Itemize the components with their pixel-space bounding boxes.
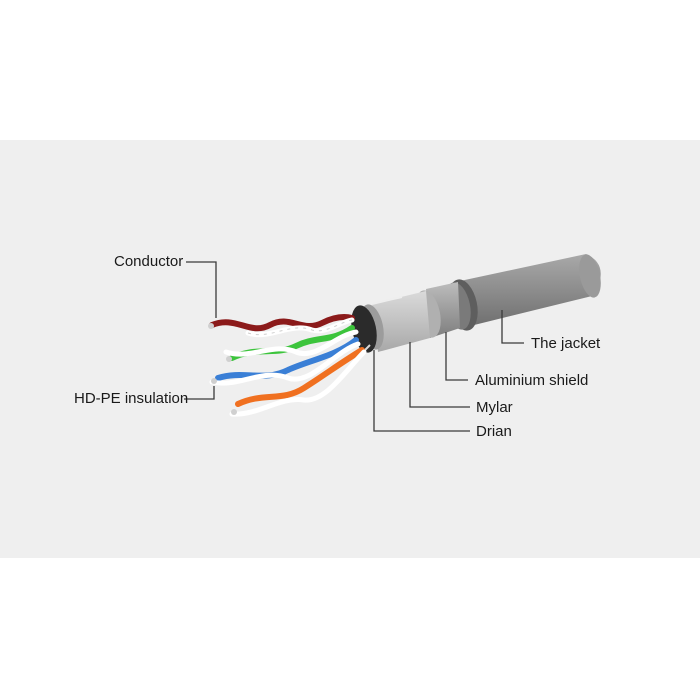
aluminium-label: Aluminium shield	[475, 372, 588, 389]
insulation-label: HD-PE insulation	[74, 390, 188, 407]
mylar-layer	[351, 291, 430, 353]
mylar-label: Mylar	[476, 399, 513, 416]
insulation-leader	[184, 386, 215, 400]
jacket-leader	[501, 310, 524, 344]
jacket-label: The jacket	[531, 335, 601, 352]
mylar-leader	[409, 342, 470, 408]
orange-pair	[235, 347, 365, 407]
conductor-label: Conductor	[114, 253, 183, 270]
leader-lines	[184, 261, 524, 432]
aluminium-leader	[445, 332, 468, 381]
twisted-pairs	[208, 314, 367, 417]
blue-pair	[215, 337, 359, 381]
conductor-leader	[186, 261, 217, 318]
drain-label: Drian	[476, 423, 512, 440]
drain-leader	[373, 350, 470, 432]
brown-pair	[209, 314, 355, 332]
outer-jacket	[445, 254, 601, 331]
